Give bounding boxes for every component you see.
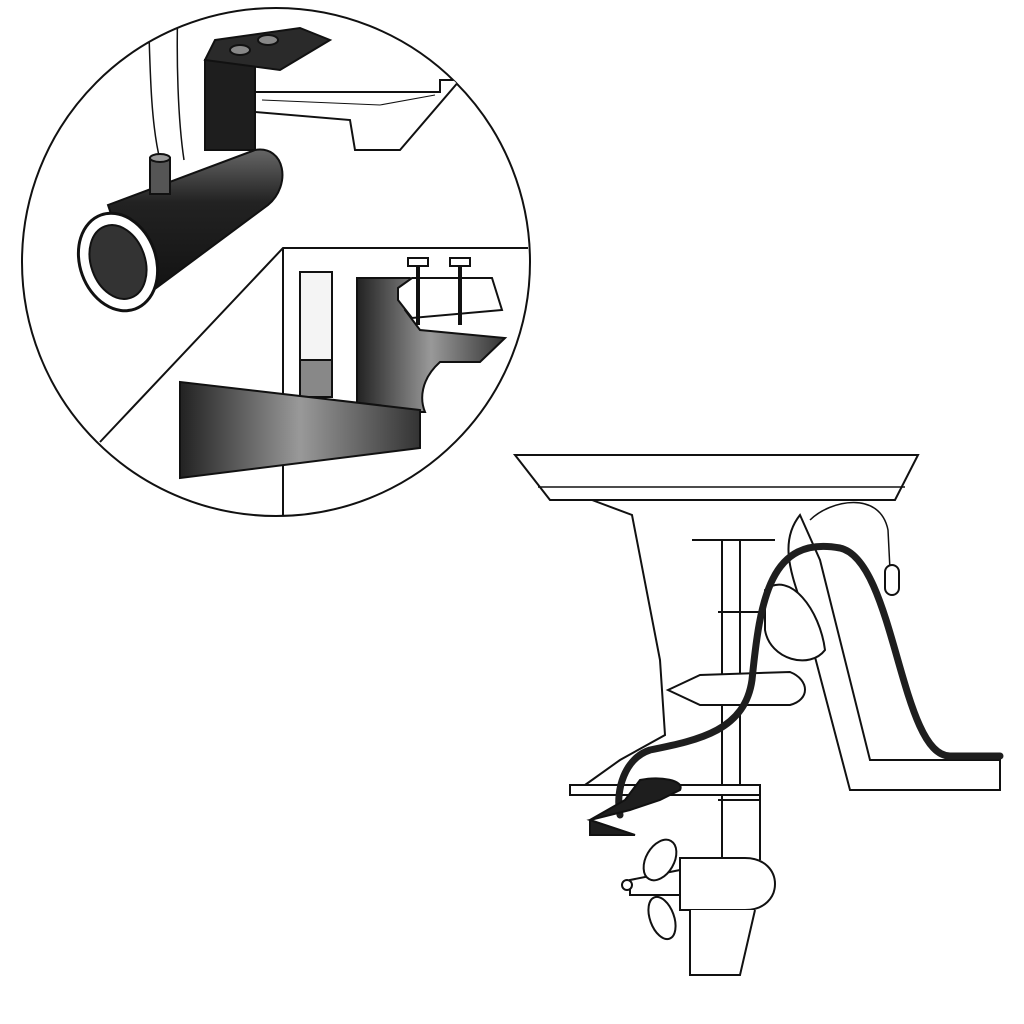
motor-cowling [584, 499, 870, 786]
tilt-bracket [787, 513, 1001, 791]
transducer-cable [615, 542, 1004, 819]
propeller-icon [642, 838, 678, 882]
bolt-icon [149, 157, 171, 195]
cable-icon [147, 8, 185, 161]
outboard-motor [512, 454, 1004, 976]
clamp-plate [397, 277, 504, 320]
detail-circle [21, 7, 531, 517]
clamp-block [204, 59, 256, 151]
cavitation-plate [665, 670, 806, 706]
gearcase [679, 857, 776, 911]
motor-cap [512, 454, 920, 501]
transom-board [179, 380, 421, 480]
bracket-arm [254, 79, 463, 151]
transducer-icon [586, 777, 682, 836]
skeg [689, 909, 756, 976]
